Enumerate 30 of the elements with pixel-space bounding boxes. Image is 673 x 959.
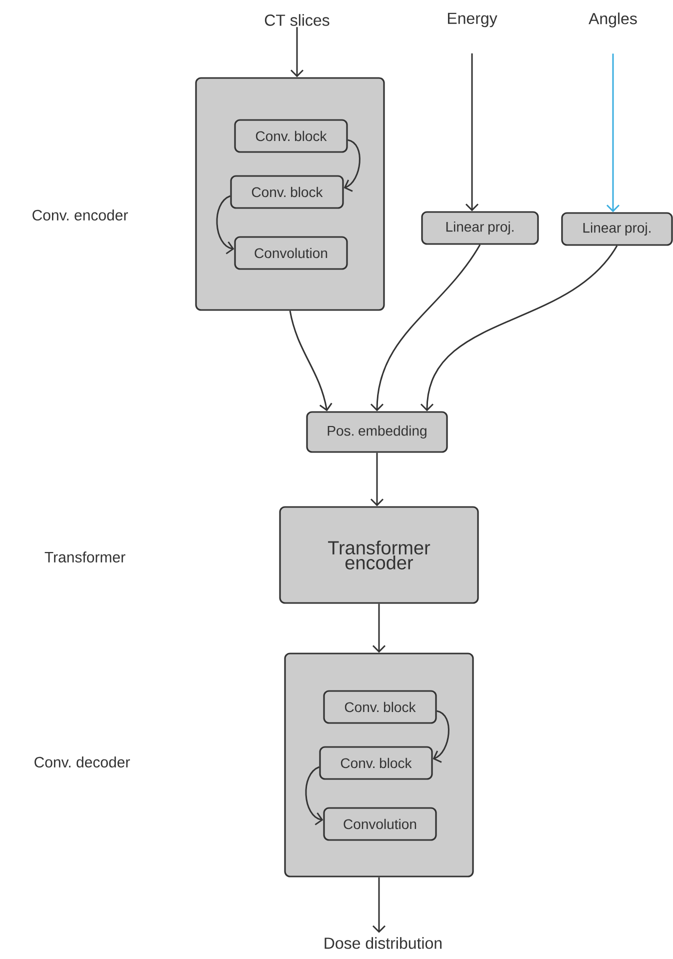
block-box: Conv. block [234, 119, 348, 153]
arrow [432, 710, 450, 763]
arrow [370, 452, 384, 506]
arrow [372, 877, 386, 933]
arrow [606, 54, 620, 212]
arrow [465, 53, 479, 212]
process-box: Transformer encoder [279, 506, 479, 604]
output-label: Dose distribution [324, 937, 442, 949]
arrow [290, 27, 304, 78]
arrow [289, 310, 332, 412]
input-label: CT slices [264, 14, 330, 26]
arrow [344, 139, 360, 192]
arrow [216, 195, 234, 254]
stage-label: Transformer [44, 552, 126, 562]
process-box: Linear proj. [421, 211, 539, 245]
arrow [305, 766, 324, 826]
arrow [370, 244, 481, 412]
process-box: Pos. embedding [306, 411, 448, 453]
input-label: Angles [588, 12, 637, 28]
arrow [372, 604, 386, 653]
arrow [420, 245, 618, 412]
input-label: Energy [448, 12, 498, 28]
stage-label: Conv. encoder [32, 210, 128, 220]
block-box: Convolution [234, 236, 348, 270]
block-box: Conv. block [230, 175, 344, 209]
stage-label: Conv. decoder [34, 756, 130, 768]
process-box: Linear proj. [561, 212, 673, 246]
block-box: Conv. block [319, 746, 433, 780]
block-box: Convolution [323, 807, 437, 841]
block-box: Conv. block [323, 690, 437, 724]
